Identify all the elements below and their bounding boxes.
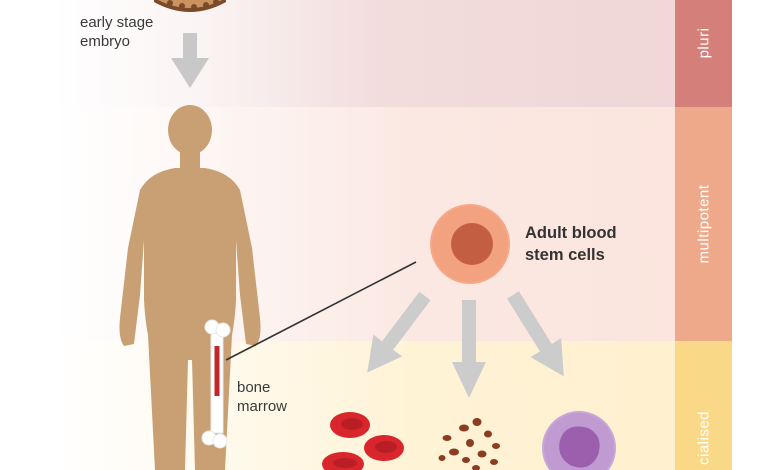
white-blood-cell-icon — [542, 411, 616, 470]
marrow-highlight — [214, 346, 220, 396]
stem-cell-icon — [430, 204, 510, 284]
embryo-label-line1: early stage — [80, 14, 154, 31]
human-figure-icon — [119, 105, 261, 470]
platelets-icon — [438, 418, 500, 470]
bone-marrow-label-line1: bone — [237, 379, 271, 396]
pluripotent-sidebar: pluri — [675, 0, 732, 107]
arrow-to-white-cell — [507, 291, 564, 377]
pointer-line — [225, 261, 417, 361]
differentiation-arrows — [367, 291, 564, 398]
arrow-to-platelets — [452, 300, 486, 398]
stem-cells-label-line1: Adult blood — [525, 224, 617, 242]
multipotent-sidebar: multipotent — [675, 107, 732, 341]
embryo-icon — [154, 0, 226, 12]
pluripotent-band — [55, 0, 675, 107]
bone-marrow-label-line2: marrow — [237, 398, 288, 415]
embryo-to-body-arrow — [171, 33, 209, 88]
bone-icon — [201, 319, 231, 449]
stem-cells-label-line2: stem cells — [525, 246, 605, 264]
arrow-to-red-cells — [367, 291, 431, 373]
red-blood-cells-icon — [322, 412, 404, 470]
specialised-sidebar: cialised — [675, 341, 732, 470]
embryo-label-line2: embryo — [80, 33, 131, 50]
